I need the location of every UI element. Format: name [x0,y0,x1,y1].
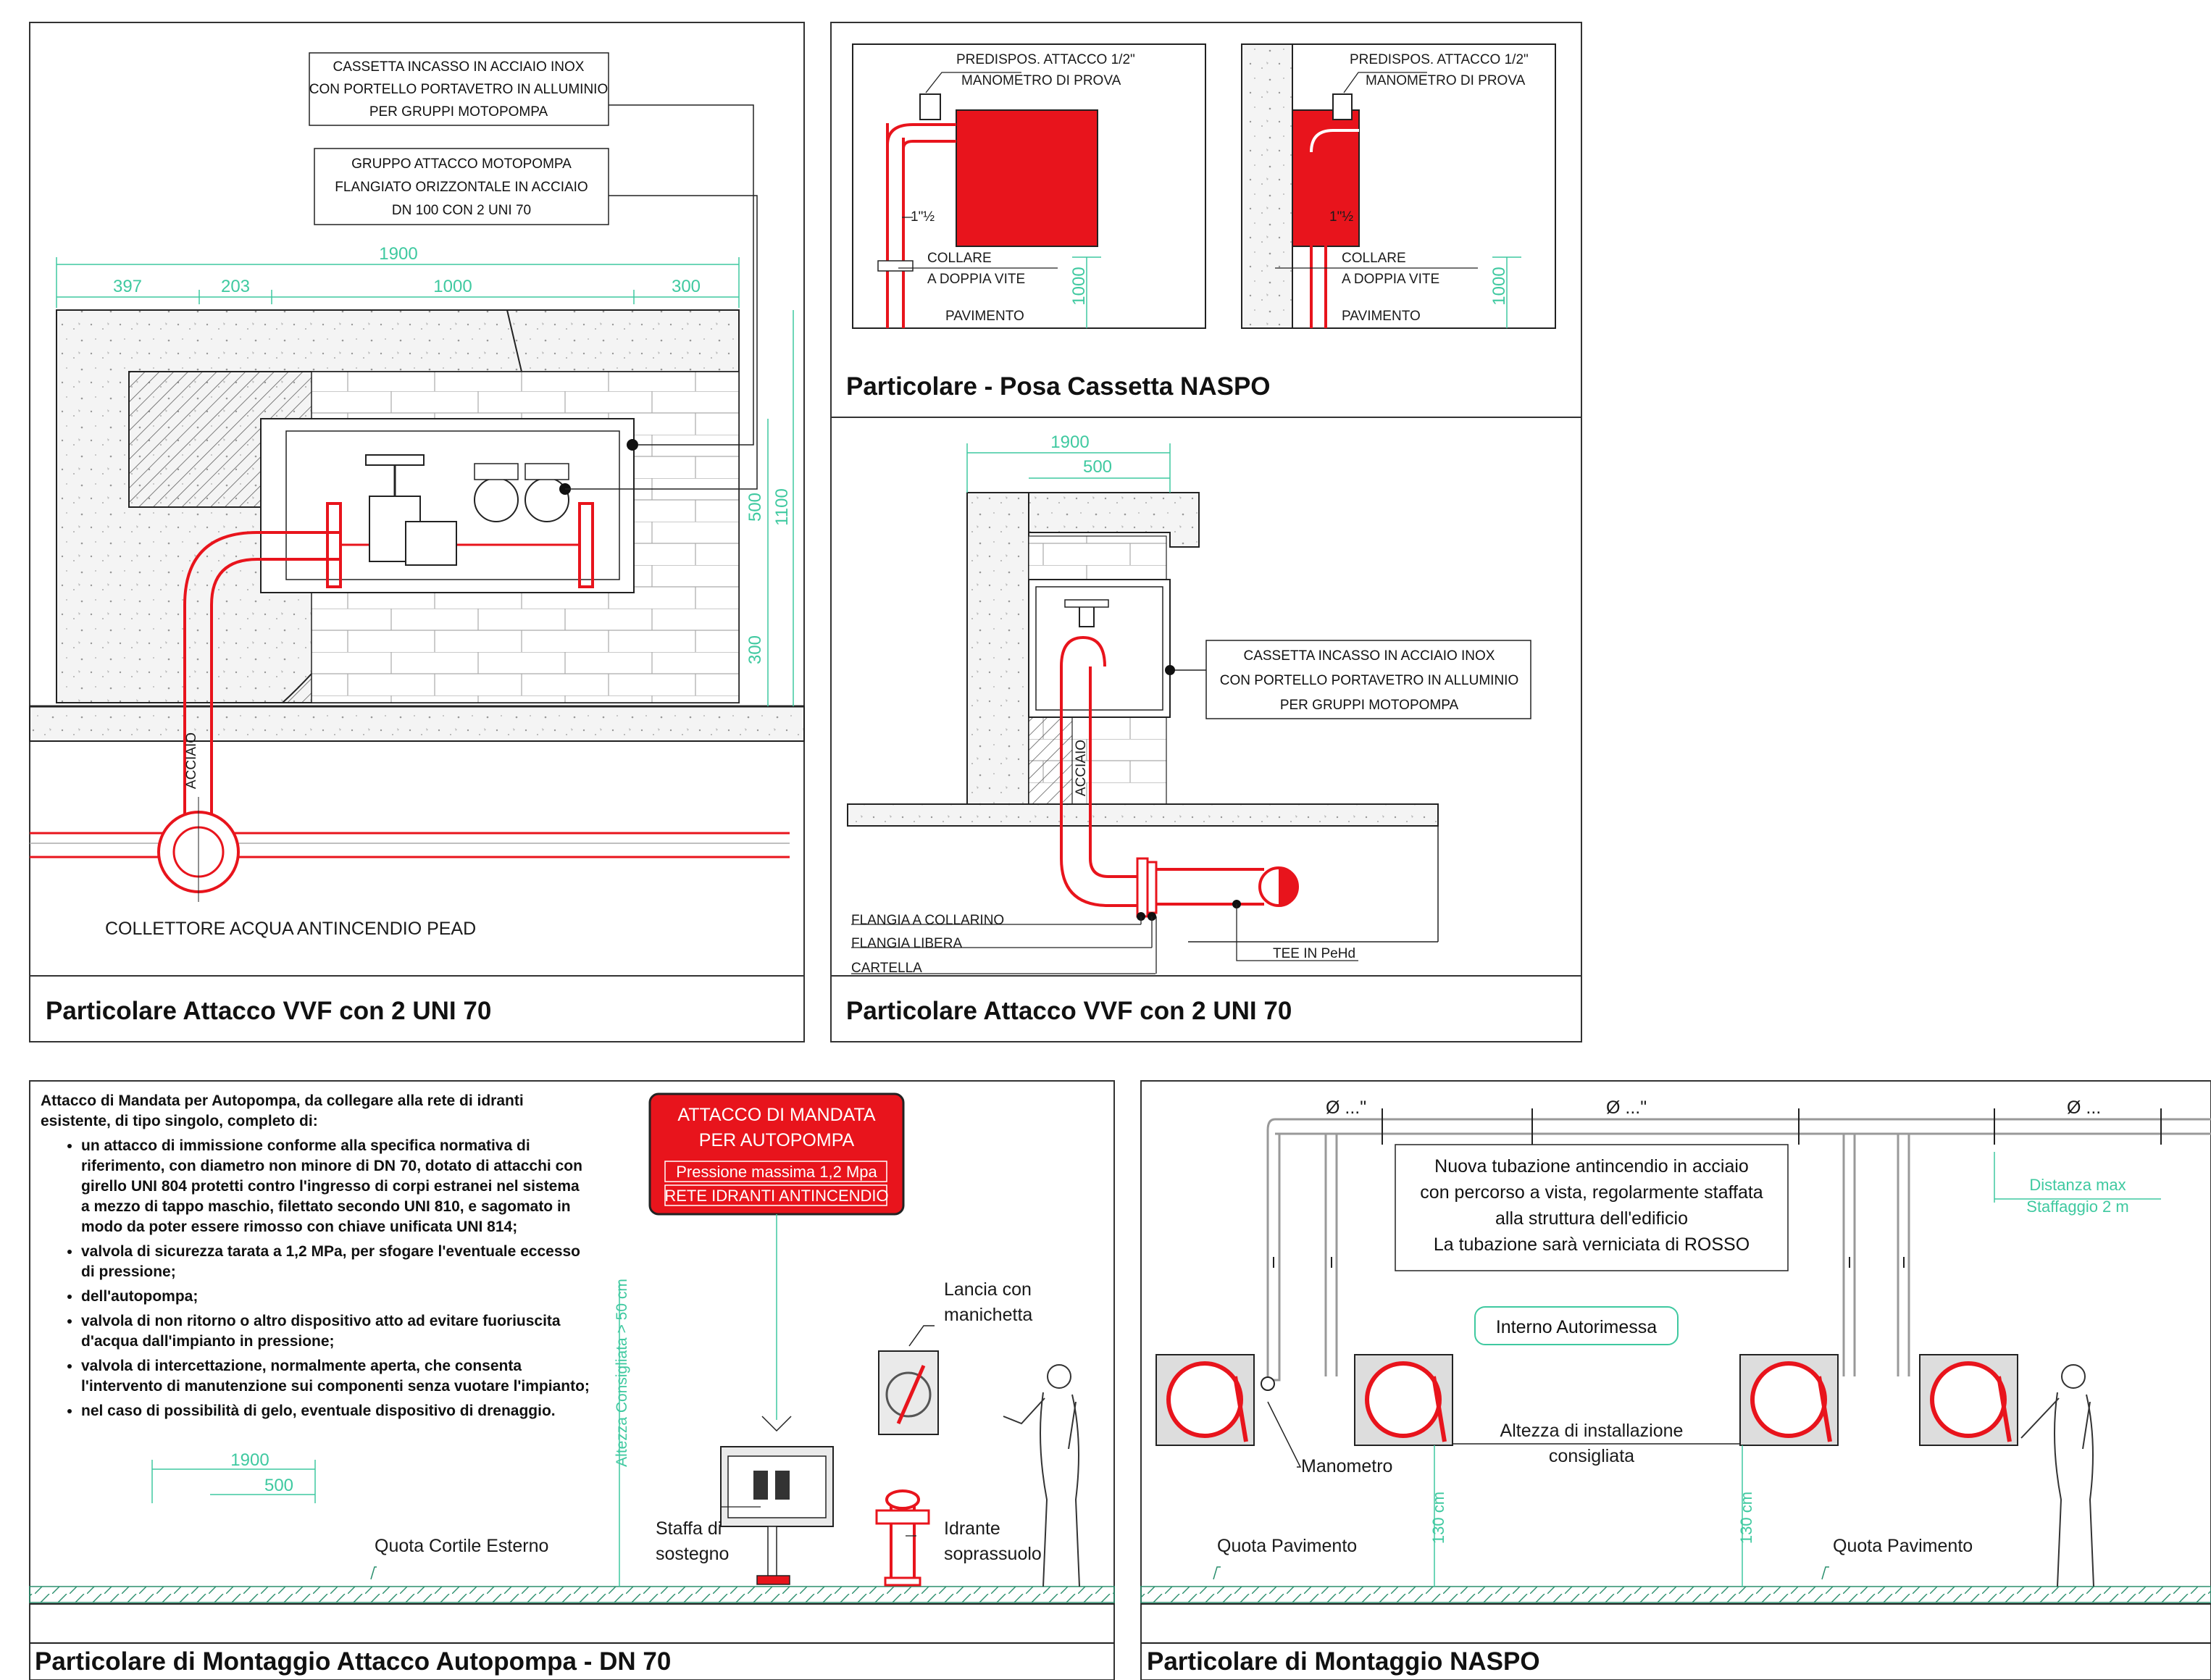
panel-autopompa-drawing [29,1092,1115,1644]
callout-gruppo-line-2: FLANGIATO ORIZZONTALE IN ACCIAIO [335,180,588,195]
panel-frame-bottom-right [1140,1080,2211,1680]
naspo-dim-1000-a: 1000 [1069,267,1089,305]
label-flangia-collarino: FLANGIA A COLLARINO [851,913,1004,928]
label-idrante-1: Idrante [944,1518,1000,1539]
callout-gruppo-line-3: DN 100 CON 2 UNI 70 [392,203,531,218]
naspo-label-doppia-vite-b: A DOPPIA VITE [1342,272,1439,287]
description-list: un attacco di immissione conforme alla s… [41,1136,591,1421]
altezza-installazione-1: Altezza di installazione [1500,1421,1684,1441]
naspo-label-pavimento-a: PAVIMENTO [945,309,1024,324]
sign-line-4: RETE IDRANTI ANTINCENDIO [664,1187,888,1205]
callout-cassetta-line-3: PER GRUPPI MOTOPOMPA [369,104,548,120]
naspo-label-collare-a: COLLARE [927,251,992,266]
dim-1900: 1900 [379,244,417,264]
description-item: valvola di non ritorno o altro dispositi… [81,1311,591,1352]
autopompa-dim-500: 500 [264,1476,293,1495]
note-line-1: Nuova tubazione antincendio in acciaio [1434,1156,1749,1177]
section-dim-1900: 1900 [1050,432,1089,452]
section-callout-line-2: CON PORTELLO PORTAVETRO IN ALLUMINIO [1220,673,1518,688]
dim-300: 300 [672,277,701,296]
description-item: un attacco di immissione conforme alla s… [81,1136,591,1237]
note-line-4: La tubazione sarà verniciata di ROSSO [1434,1234,1750,1255]
naspo-dim-130-b: 130 cm [1737,1492,1755,1544]
altezza-installazione-2: consigliata [1549,1446,1634,1466]
naspo-label-predispos-b: PREDISPOS. ATTACCO 1/2" [1350,52,1529,67]
naspo-dim-1000-b: 1000 [1489,267,1509,305]
dim-397: 397 [113,277,142,296]
sign-line-1: ATTACCO DI MANDATA [677,1105,875,1125]
panel-frame-bottom-left [29,1080,1115,1680]
naspo-label-predispos-a: PREDISPOS. ATTACCO 1/2" [956,52,1135,67]
quota-pavimento-2: Quota Pavimento [1833,1536,1973,1556]
dim-1100-vertical: 1100 [772,488,792,526]
panel-top-left-drawing [29,52,805,902]
naspo-label-collare-b: COLLARE [1342,251,1406,266]
phi-label-1: Ø ..." [1326,1098,1366,1118]
label-staffa-1: Staffa di [656,1518,722,1539]
description-item: valvola di intercettazione, normalmente … [81,1356,591,1397]
naspo-label-doppia-vite-a: A DOPPIA VITE [927,272,1025,287]
naspo-label-manometro-b: MANOMETRO DI PROVA [1366,73,1526,88]
panel-naspo-posa-drawing [852,43,1556,329]
naspo-label-inch-b: 1"½ [1329,209,1353,225]
description-item: nel caso di possibilità di gelo, eventua… [81,1401,591,1421]
panel-title-autopompa: Particolare di Montaggio Attacco Autopom… [35,1647,671,1676]
autopompa-dim-1900: 1900 [230,1450,269,1470]
collector-label: COLLETTORE ACQUA ANTINCENDIO PEAD [105,919,476,939]
label-staffa-2: sostegno [656,1544,729,1564]
panel-frame-top-left [29,22,805,1042]
naspo-label-manometro-a: MANOMETRO DI PROVA [961,73,1121,88]
manometro-label: Manometro [1301,1456,1392,1476]
description-item: valvola di sicurezza tarata a 1,2 MPa, p… [81,1242,591,1282]
dim-500-vertical: 500 [745,493,765,522]
panel-attacco-section-drawing [847,443,1531,974]
panel-title-attacco-vvf: Particolare Attacco VVF con 2 UNI 70 [46,997,491,1025]
dim-300-vertical: 300 [745,635,765,664]
interno-autorimessa-label: Interno Autorimessa [1496,1317,1657,1337]
label-quota-cortile: Quota Cortile Esterno [375,1536,548,1556]
distanza-max-1: Distanza max [2029,1176,2126,1194]
phi-label-3: Ø ... [2067,1098,2101,1118]
description-intro: Attacco di Mandata per Autopompa, da col… [41,1092,524,1129]
section-callout-line-3: PER GRUPPI MOTOPOMPA [1280,698,1459,713]
sign-line-2: PER AUTOPOMPA [699,1130,855,1150]
label-cartella: CARTELLA [851,961,922,976]
section-pipe-label: ACCIAIO [1074,740,1089,796]
label-idrante-2: soprassuolo [944,1544,1042,1564]
panel-title-naspo-montaggio: Particolare di Montaggio NASPO [1147,1647,1540,1676]
naspo-dim-130-a: 130 cm [1429,1492,1447,1544]
callout-cassetta-line-2: CON PORTELLO PORTAVETRO IN ALLUMINIO [309,82,608,97]
panel-naspo-montaggio-drawing [1140,1108,2211,1644]
dim-1000: 1000 [433,277,472,296]
naspo-label-pavimento-b: PAVIMENTO [1342,309,1421,324]
note-line-3: alla struttura dell'edificio [1495,1208,1688,1229]
panel-title-posa-cassetta: Particolare - Posa Cassetta NASPO [846,372,1271,401]
altezza-consigliata-note: Altezza Consigliata > 50 cm [614,1279,630,1467]
callout-gruppo-line-1: GRUPPO ATTACCO MOTOPOMPA [351,156,572,172]
panel-title-attacco-section: Particolare Attacco VVF con 2 UNI 70 [846,997,1292,1025]
callout-cassetta-line-1: CASSETTA INCASSO IN ACCIAIO INOX [333,59,584,75]
label-tee-pehd: TEE IN PeHd [1273,946,1355,961]
quota-pavimento-1: Quota Pavimento [1217,1536,1357,1556]
label-lancia-2: manichetta [944,1305,1032,1325]
pipe-label-acciaio: ACCIAIO [184,732,199,789]
section-dim-500: 500 [1083,457,1112,477]
description-item: dell'autopompa; [81,1287,591,1307]
dim-203: 203 [221,277,250,296]
note-line-2: con percorso a vista, regolarmente staff… [1420,1182,1763,1203]
label-lancia-1: Lancia con [944,1279,1032,1300]
naspo-label-inch-a: 1"½ [911,209,935,225]
label-flangia-libera: FLANGIA LIBERA [851,936,962,951]
sign-line-3: Pressione massima 1,2 Mpa [676,1163,877,1181]
distanza-max-2: Staffaggio 2 m [2026,1198,2128,1216]
section-callout-line-1: CASSETTA INCASSO IN ACCIAIO INOX [1243,648,1495,664]
panel-frame-top-right [830,22,1582,1042]
autopompa-description: Attacco di Mandata per Autopompa, da col… [41,1091,591,1426]
phi-label-2: Ø ..." [1606,1098,1647,1118]
